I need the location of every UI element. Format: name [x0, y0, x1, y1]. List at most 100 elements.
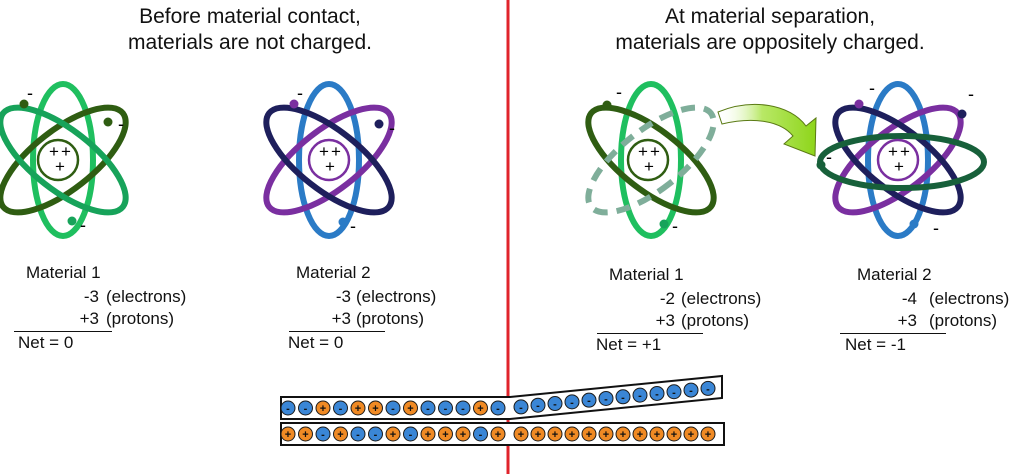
electron-orbit	[30, 81, 96, 239]
electron-count: -4	[901, 289, 917, 308]
net-charge: Net = +1	[596, 335, 662, 354]
electron-transfer-arrow	[717, 103, 817, 157]
material-name: Material 1	[26, 263, 101, 282]
material-strips: --+-++-+---+-------------++-+--+-+++-+++…	[280, 374, 725, 446]
electron-particle: -	[564, 394, 580, 410]
protons-label: (protons)	[356, 309, 425, 328]
proton-particle: +	[473, 400, 488, 416]
svg-text:-: -	[536, 400, 540, 412]
left-heading-line-1: Before material contact,	[139, 5, 361, 28]
sum-rule	[14, 331, 112, 332]
proton-count: +3	[897, 311, 917, 330]
proton-particle: +	[632, 426, 648, 442]
svg-text:-: -	[321, 429, 325, 441]
electron	[19, 99, 29, 109]
svg-text:-: -	[587, 395, 591, 407]
electron-particle: -	[683, 382, 699, 398]
nucleus-charge: +	[331, 142, 341, 161]
proton-particle: +	[385, 426, 401, 442]
net-charge: Net = -1	[845, 335, 906, 354]
electron-count: -3	[335, 287, 351, 306]
electron-particle: -	[513, 399, 529, 415]
svg-text:+: +	[372, 403, 378, 415]
electron-particle: -	[615, 389, 631, 405]
electron	[854, 99, 864, 109]
svg-text:-: -	[444, 403, 448, 415]
nucleus-charge: +	[55, 157, 65, 176]
svg-text:-: -	[655, 388, 659, 400]
electron-particle: -	[700, 380, 716, 396]
electron-particle: -	[649, 385, 665, 401]
nucleus-charge: +	[644, 157, 654, 176]
svg-text:-: -	[604, 393, 608, 405]
svg-text:+: +	[688, 429, 694, 441]
proton-particle: +	[298, 426, 313, 442]
proton-particle: +	[420, 426, 436, 442]
protons-label: (protons)	[929, 311, 998, 330]
svg-text:+: +	[302, 429, 308, 441]
net-charge: Net = 0	[288, 333, 344, 352]
electron-particle: -	[298, 400, 313, 416]
electron-particle: -	[455, 400, 471, 416]
svg-text:+: +	[569, 429, 575, 441]
proton-particle: +	[649, 426, 665, 442]
electron-charge: -	[968, 84, 974, 104]
right-heading-line-2: materials are oppositely charged.	[615, 31, 925, 54]
protons-label: (protons)	[681, 311, 750, 330]
proton-particle: +	[513, 426, 529, 442]
nucleus-charge: +	[325, 157, 335, 176]
nucleus-charge: +	[49, 142, 59, 161]
electron	[289, 99, 299, 109]
proton-count: +3	[331, 309, 351, 328]
electron-charge: -	[118, 114, 124, 134]
svg-text:+: +	[705, 429, 711, 441]
nucleus-charge: +	[888, 142, 898, 161]
material-name: Material 2	[857, 265, 932, 284]
electrons-label: (electrons)	[106, 287, 187, 306]
svg-text:+: +	[552, 429, 558, 441]
nucleus-charge: +	[61, 142, 71, 161]
electron-charge: -	[297, 83, 303, 103]
electron-orbit	[263, 104, 395, 216]
svg-text:+: +	[407, 403, 413, 415]
electron-orbit	[585, 104, 717, 216]
electron-particle: -	[598, 390, 614, 406]
electron	[374, 119, 384, 129]
electron-charge: -	[672, 216, 678, 236]
proton-particle: +	[615, 426, 631, 442]
right-heading-line-1: At material separation,	[664, 5, 876, 28]
nucleus-charge: +	[900, 142, 910, 161]
proton-particle: +	[564, 426, 580, 442]
proton-particle: +	[280, 426, 296, 442]
electron-orbit	[0, 104, 129, 216]
sum-rule	[597, 333, 703, 334]
proton-particle: +	[350, 400, 366, 416]
electron-orbit	[865, 81, 931, 239]
svg-text:+: +	[425, 429, 431, 441]
proton-particle: +	[666, 426, 682, 442]
svg-text:-: -	[409, 429, 413, 441]
material-name: Material 1	[609, 265, 684, 284]
electron-particle: -	[420, 400, 436, 416]
svg-text:+: +	[355, 403, 361, 415]
proton-particle: +	[403, 400, 418, 416]
sum-rule	[840, 333, 946, 334]
svg-text:+: +	[637, 429, 643, 441]
electrons-label: (electrons)	[681, 289, 762, 308]
electron-particle: -	[315, 426, 331, 442]
svg-text:-: -	[339, 403, 343, 415]
electron-charge: -	[350, 216, 356, 236]
right-heading: At material separation, materials are op…	[560, 4, 980, 56]
proton-count: +3	[655, 311, 675, 330]
nucleus	[307, 138, 351, 182]
proton-particle: +	[315, 400, 331, 416]
electron	[909, 219, 919, 229]
electron-count: -3	[83, 287, 99, 306]
proton-particle: +	[333, 426, 348, 442]
electron-particle: -	[581, 392, 597, 408]
material-2-before: Material 2 -3 (electrons) +3 (protons) N…	[288, 262, 476, 362]
material-1-before: Material 1 -3 (electrons) +3 (protons) N…	[14, 262, 206, 362]
electron-particle: -	[490, 400, 506, 416]
svg-text:+: +	[442, 429, 448, 441]
svg-text:-: -	[672, 387, 676, 399]
